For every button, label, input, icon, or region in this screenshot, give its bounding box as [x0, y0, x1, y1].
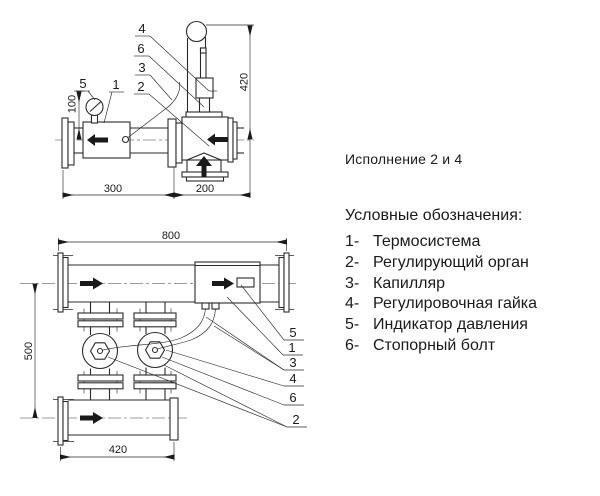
valve-right-flange-inner: [227, 117, 234, 163]
callout-3: 3: [289, 355, 296, 370]
legend-item: 6- Стопорный болт: [345, 336, 537, 357]
callout-3: 3: [138, 60, 145, 75]
left-flange-outer: [61, 117, 69, 169]
legend-item-label: Стопорный болт: [373, 336, 496, 354]
dim-label-200: 200: [196, 183, 214, 195]
callout-4: 4: [289, 371, 296, 386]
legend-item-number: 6-: [345, 336, 360, 354]
valve1-lower-flange-b: [77, 382, 124, 390]
gauge-needle: [89, 101, 102, 112]
valve1-upper-flange-b: [77, 320, 124, 328]
callout-6: 6: [289, 390, 296, 405]
bottom-pipe-left-flange-inner: [62, 400, 69, 442]
dim-label-420-bottom: 420: [109, 444, 127, 456]
valve1-upper-flange-a: [77, 312, 124, 320]
dim-label-300: 300: [104, 183, 122, 195]
dim-label-500: 500: [23, 342, 35, 360]
legend-item: 4- Регулировочная гайка: [345, 294, 537, 315]
legend-item: 1- Термосистема: [345, 232, 537, 253]
top-pipe-left-flange-inner: [62, 256, 69, 309]
callout-2: 2: [292, 412, 299, 427]
top-view-drawing: 100 420 300 200: [55, 20, 254, 199]
valve2-upper-flange-b: [133, 320, 177, 328]
flow-arrow-top-pipe: [80, 277, 103, 290]
legend-heading: Условные обозначения:: [345, 207, 523, 224]
capillary-tube: [127, 82, 180, 138]
capillary-fitting-1: [201, 302, 210, 310]
dim-label-800: 800: [162, 230, 180, 242]
capillary-fitting-2: [211, 302, 220, 310]
callout-2: 2: [137, 79, 144, 94]
callout-6: 6: [137, 41, 144, 56]
top-view-callouts: 4 6 3 2 1 5: [76, 21, 217, 147]
flow-arrow-box: [212, 277, 234, 290]
dimension-420: 420: [206, 24, 254, 198]
legend-item-number: 5-: [345, 316, 360, 334]
legend-item: 3- Капилляр: [345, 274, 537, 295]
callout-1: 1: [288, 340, 295, 355]
top-pipe-right-flange-outer: [283, 252, 290, 313]
flow-arrow-inlet-up: [196, 156, 212, 177]
legend-item-number: 2-: [345, 253, 360, 271]
capillary-tube-b: [157, 308, 216, 350]
thermostat-head: [185, 20, 208, 43]
bottom-inlet-flange-inner: [185, 176, 225, 182]
legend-item-number: 1-: [345, 233, 360, 250]
lower-stem: [198, 97, 211, 113]
legend-item-number: 3-: [345, 274, 360, 292]
stop-bolt-2: [151, 346, 159, 354]
capillary-port: [121, 135, 130, 144]
valve1-lower-flange-a: [77, 374, 124, 382]
flow-arrow-valve: [207, 133, 228, 146]
bonnet-plate: [185, 111, 223, 118]
left-flange-inner: [67, 121, 75, 166]
actuator-assembly: [185, 20, 223, 118]
dim-label-420: 420: [239, 73, 251, 91]
bottom-view-callouts: 5 1 3 4 6 2: [107, 284, 307, 428]
legend-item-label: Капилляр: [373, 274, 446, 292]
callout-4: 4: [138, 21, 145, 36]
legend-item-label: Регулировочная гайка: [373, 295, 538, 313]
callout-1: 1: [112, 77, 119, 92]
valve-left-flange-inner: [175, 122, 183, 164]
valve2-upper-flange-a: [133, 312, 177, 320]
dim-label-100: 100: [67, 95, 79, 113]
capillary-tube-a: [102, 308, 206, 351]
callout-5: 5: [289, 325, 296, 340]
dimension-300-200: 300 200: [62, 164, 251, 199]
execution-title: Исполнение 2 и 4: [345, 151, 463, 167]
dimension-800: 800: [58, 230, 287, 251]
top-pipe-right-flange-inner: [278, 256, 285, 309]
valve-seat: [186, 152, 222, 172]
legend-item-label: Регулирующий орган: [373, 253, 529, 271]
stop-bolt-1: [96, 347, 104, 355]
flow-arrow-left-body: [87, 134, 108, 146]
valve-left-flange-outer: [167, 118, 177, 168]
legend-item-number: 4-: [345, 295, 360, 313]
legend-item-label: Термосистема: [373, 233, 481, 250]
dimension-420-bottom: 420: [60, 442, 175, 461]
pressure-indicator-plug: [236, 277, 255, 288]
valve2-lower-flange-a: [133, 374, 177, 382]
pressure-gauge-icon: [85, 97, 104, 124]
bottom-pipe-end-cap: [169, 397, 179, 441]
callout-5: 5: [79, 76, 86, 91]
flow-arrow-bottom-pipe: [80, 412, 103, 424]
legend-item-label: Индикатор давления: [373, 316, 528, 334]
dimension-500: 500: [23, 283, 38, 418]
valve2-lower-flange-b: [133, 382, 177, 390]
legend: Условные обозначения: 1- Термосистема 2-…: [345, 205, 537, 357]
bottom-view-drawing: 800 500 420: [20, 230, 307, 461]
top-pipe-left-flange-outer: [57, 252, 64, 313]
valve-right-flange-outer: [232, 121, 238, 160]
legend-item: 5- Индикатор давления: [345, 315, 537, 336]
bottom-pipe-left-flange-outer: [57, 396, 64, 446]
legend-item: 2- Регулирующий орган: [345, 253, 537, 274]
